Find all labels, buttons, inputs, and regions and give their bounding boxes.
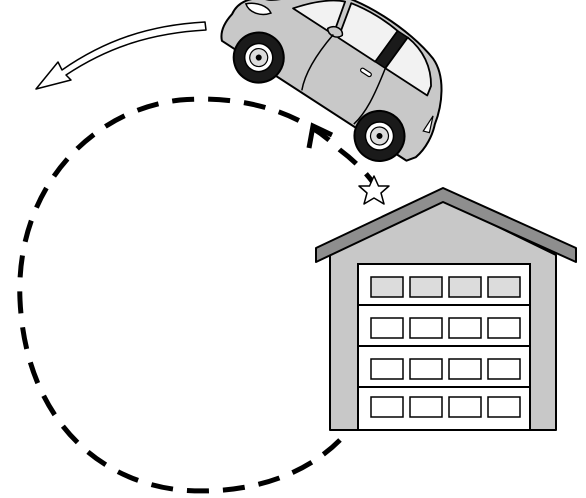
garage-icon: [316, 188, 576, 430]
dashed-circular-path: [20, 99, 378, 491]
curved-motion-arrow: [36, 22, 206, 89]
car-icon: [206, 0, 473, 181]
star-icon: [359, 176, 389, 204]
